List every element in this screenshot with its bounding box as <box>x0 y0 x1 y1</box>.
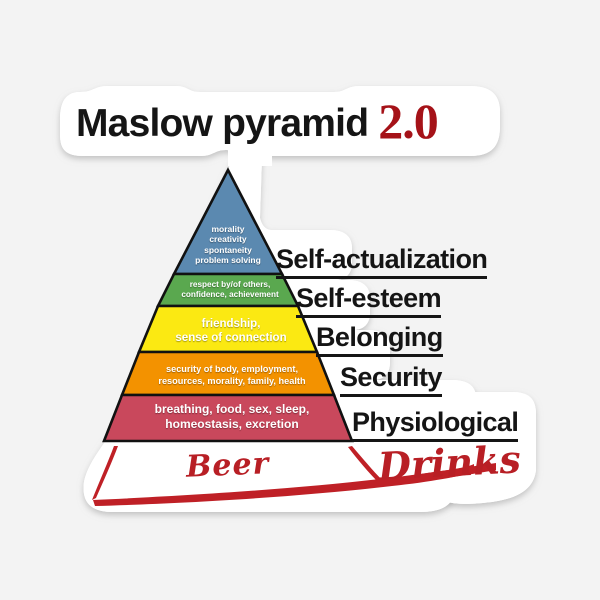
red-stroke-bottom <box>93 464 474 506</box>
annotation-beer: Beer <box>185 446 271 485</box>
title-version-text: 2.0 <box>378 93 438 149</box>
page-title: Maslow pyramid 2.0 <box>76 96 496 150</box>
side-label-physiological: Physiological <box>352 407 519 442</box>
pyramid-level-belonging <box>137 304 319 354</box>
pyramid-level-self-actualization <box>171 167 285 276</box>
red-stroke-drinks-swash <box>388 463 496 486</box>
red-stroke-left <box>92 446 118 500</box>
red-stroke-right <box>348 446 384 484</box>
pyramid-level-physiological <box>102 393 354 443</box>
pyramid-level-security <box>120 350 336 397</box>
side-label-belonging: Belonging <box>316 322 443 357</box>
side-label-security: Security <box>340 362 442 397</box>
annotation-drinks: Drinks <box>376 436 522 489</box>
side-label-self-esteem: Self-esteem <box>296 283 442 318</box>
side-label-self-actualization: Self-actualization <box>276 244 488 279</box>
title-main-text: Maslow pyramid <box>76 101 369 145</box>
